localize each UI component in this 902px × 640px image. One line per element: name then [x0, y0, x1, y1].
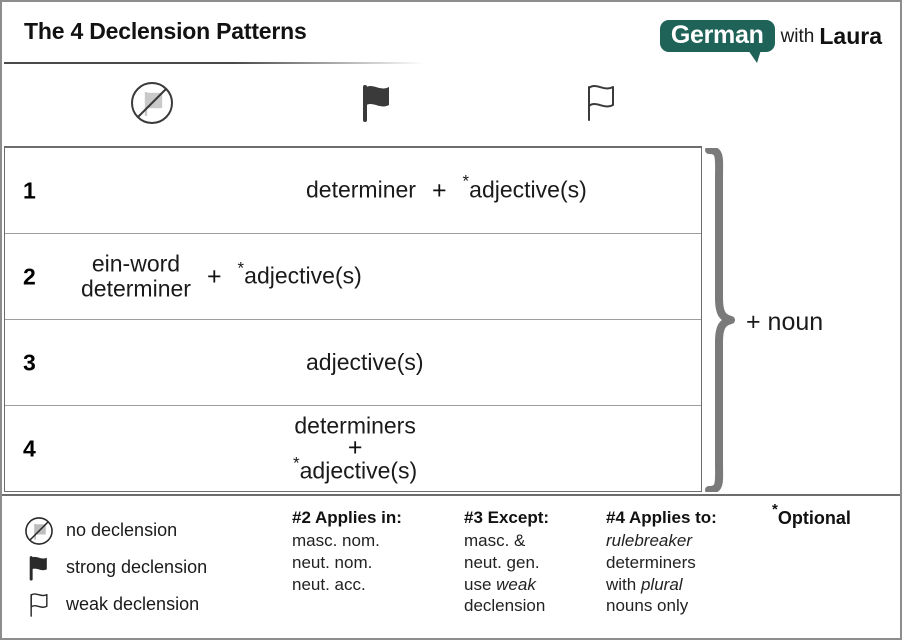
- note-line: masc. nom.: [292, 531, 380, 550]
- noun-label: + noun: [746, 308, 824, 336]
- note-pattern-3: #3 Except: masc. & neut. gen. use weak d…: [464, 508, 604, 617]
- row-content: determiners + *adjective(s): [63, 406, 701, 491]
- pattern-formula: ein-word determiner + *adjective(s): [81, 249, 362, 303]
- logo-with-label: with: [780, 25, 815, 47]
- table-row: 4 determiners + *adjective(s): [5, 406, 701, 491]
- legend-label: no declension: [66, 520, 178, 540]
- formula-term-adjective-label: adjective(s): [244, 262, 362, 289]
- note-pattern-2: #2 Applies in: masc. nom. neut. nom. neu…: [292, 508, 462, 595]
- header: The 4 Declension Patterns German with La…: [2, 2, 900, 64]
- logo-bubble-label: German: [670, 21, 764, 49]
- note-line: neut. acc.: [292, 574, 366, 594]
- row-number: 2: [23, 263, 36, 289]
- formula-term-ein-word-determiner: ein-word determiner: [81, 249, 191, 303]
- note-emphasis: rulebreaker: [606, 531, 692, 550]
- page-title: The 4 Declension Patterns: [24, 18, 307, 44]
- no-declension-flag-icon: [22, 516, 56, 545]
- legend: no declension strong declension: [22, 512, 272, 623]
- note-body: rulebreaker determiners with plural noun…: [606, 530, 756, 617]
- pattern-formula: determiners + *adjective(s): [293, 413, 417, 484]
- note-line: neut. nom.: [292, 552, 373, 572]
- logo-name-label: Laura: [819, 22, 882, 49]
- optional-note: *Optional: [772, 502, 851, 529]
- weak-declension-flag-icon: [22, 591, 56, 619]
- strong-declension-flag-icon: [22, 554, 56, 582]
- note-line: neut. gen.: [464, 552, 540, 572]
- legend-label: weak declension: [66, 594, 200, 614]
- note-line: masc. &: [464, 531, 526, 550]
- note-heading: #3 Except:: [464, 508, 550, 527]
- declension-patterns-table: 1 determiner + *adjective(s) 2 ein-word …: [4, 146, 702, 492]
- optional-asterisk: *: [772, 501, 778, 518]
- note-heading: #2 Applies in:: [292, 508, 402, 527]
- note-body: masc. & neut. gen. use weak declension: [464, 530, 604, 617]
- optional-asterisk: *: [462, 171, 470, 191]
- row-number: 1: [23, 177, 36, 203]
- formula-plus-sign: +: [431, 176, 447, 204]
- note-body: masc. nom. neut. nom. neut. acc.: [292, 530, 462, 595]
- note-heading: #4 Applies to:: [606, 508, 717, 527]
- note-line: declension: [464, 596, 546, 616]
- formula-plus-sign: +: [206, 262, 222, 290]
- note-emphasis: weak: [496, 574, 536, 594]
- row-content: determiner + *adjective(s): [63, 148, 701, 233]
- note-line: nouns only: [606, 596, 689, 616]
- row-number: 4: [23, 435, 36, 461]
- legend-label: strong declension: [66, 557, 208, 577]
- note-line-prefix: with: [606, 574, 641, 594]
- legend-item-no-declension: no declension: [22, 512, 272, 549]
- strong-declension-flag-icon: [354, 80, 400, 126]
- row-number: 3: [23, 349, 36, 375]
- table-row: 1 determiner + *adjective(s): [5, 148, 701, 234]
- row-content: ein-word determiner + *adjective(s): [63, 234, 701, 319]
- formula-term-line2: determiner: [81, 275, 191, 302]
- optional-asterisk: *: [293, 453, 300, 473]
- formula-term-adjective: *adjective(s): [463, 173, 587, 204]
- note-line: rulebreaker: [606, 530, 756, 552]
- formula-term-adjective: *adjective(s): [293, 454, 418, 484]
- pattern-formula: determiner + *adjective(s): [306, 173, 587, 205]
- formula-term-adjective-label: adjective(s): [299, 458, 418, 484]
- brand-logo: German with Laura: [659, 16, 882, 63]
- note-emphasis: plural: [640, 574, 683, 594]
- note-line: determiners: [606, 552, 696, 572]
- title-divider: [4, 62, 424, 64]
- formula-plus-sign: +: [347, 434, 363, 462]
- grouping-brace-icon: [705, 146, 735, 494]
- formula-term-line1: ein-word: [91, 249, 181, 276]
- logo-bubble-tail-icon: [747, 50, 761, 63]
- footer-legend-area: no declension strong declension: [2, 496, 900, 638]
- formula-term-adjective: adjective(s): [306, 348, 424, 375]
- logo-speech-bubble-icon: German: [659, 20, 775, 63]
- weak-declension-flag-icon: [578, 80, 624, 126]
- legend-item-weak-declension: weak declension: [22, 586, 272, 623]
- optional-asterisk: *: [237, 257, 245, 277]
- table-row: 2 ein-word determiner + *adjective(s): [5, 234, 701, 320]
- optional-label: Optional: [777, 508, 851, 528]
- formula-term-adjective: *adjective(s): [238, 259, 362, 290]
- formula-term-determiners: determiners: [294, 412, 416, 439]
- row-content: adjective(s): [63, 320, 701, 405]
- flag-column-headers: [2, 64, 900, 146]
- note-line: use weak: [464, 574, 604, 596]
- formula-term-determiner: determiner: [306, 176, 416, 203]
- footer-divider: [2, 494, 900, 496]
- note-pattern-4: #4 Applies to: rulebreaker determiners w…: [606, 508, 756, 617]
- table-row: 3 adjective(s): [5, 320, 701, 406]
- note-line: with plural: [606, 574, 756, 596]
- legend-item-strong-declension: strong declension: [22, 549, 272, 586]
- note-line-prefix: use: [464, 574, 497, 594]
- formula-term-adjective-label: adjective(s): [469, 176, 587, 203]
- pattern-formula: adjective(s): [306, 348, 424, 376]
- no-declension-flag-icon: [129, 80, 175, 126]
